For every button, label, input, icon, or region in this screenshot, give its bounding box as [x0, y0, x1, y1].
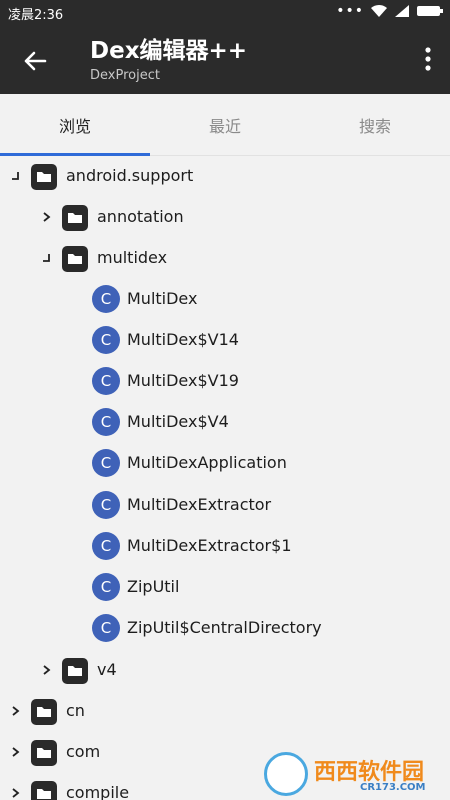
app-subtitle: DexProject — [90, 68, 160, 83]
class-icon: C — [92, 408, 120, 436]
tree-label: com — [66, 742, 101, 761]
tree-label: multidex — [97, 248, 168, 267]
chevron-right-icon[interactable] — [39, 210, 53, 224]
file-tree: android.support annotation multidex C Mu… — [0, 156, 450, 800]
tree-label: MultiDex$V19 — [127, 371, 239, 390]
status-icons: ••• — [336, 3, 444, 19]
class-icon: C — [92, 573, 120, 601]
tree-row-class[interactable]: C MultiDexExtractor$1 — [0, 526, 450, 567]
class-icon: C — [92, 285, 120, 313]
tab-bar: 浏览 最近 搜索 — [0, 94, 450, 156]
tree-label: android.support — [66, 166, 194, 185]
tree-row-multidex[interactable]: multidex — [0, 238, 450, 279]
tab-search[interactable]: 搜索 — [358, 117, 391, 136]
tree-label: MultiDex — [127, 289, 198, 308]
tree-label: annotation — [97, 207, 184, 226]
tree-label: ZipUtil$CentralDirectory — [127, 618, 322, 637]
watermark: 西西软件园 CR173.COM — [262, 746, 450, 800]
class-icon: C — [92, 367, 120, 395]
tree-row-class[interactable]: C MultiDex — [0, 279, 450, 320]
status-bar: 凌晨2:36 ••• — [0, 0, 450, 24]
folder-icon — [31, 781, 57, 800]
tab-browse[interactable]: 浏览 — [58, 117, 91, 136]
tree-label: MultiDexExtractor$1 — [127, 536, 292, 555]
chevron-right-icon[interactable] — [8, 786, 22, 800]
tree-row-android-support[interactable]: android.support — [0, 156, 450, 197]
tree-row-class[interactable]: C ZipUtil — [0, 567, 450, 608]
tab-indicator — [0, 153, 150, 156]
arrow-left-icon[interactable] — [18, 44, 52, 78]
battery-icon — [417, 6, 443, 16]
expanded-icon[interactable] — [8, 169, 22, 183]
tree-row-v4[interactable]: v4 — [0, 650, 450, 691]
app-title: Dex编辑器++ — [90, 38, 248, 64]
tree-label: ZipUtil — [127, 577, 180, 596]
tree-row-class[interactable]: C MultiDex$V19 — [0, 361, 450, 402]
tree-label: compile — [66, 783, 130, 800]
tree-label: MultiDex$V4 — [127, 412, 229, 431]
app-bar: Dex编辑器++ DexProject — [0, 24, 450, 94]
folder-icon — [31, 740, 57, 766]
tree-label: MultiDexExtractor — [127, 495, 272, 514]
tree-label: v4 — [97, 660, 117, 679]
tree-row-class[interactable]: C MultiDexExtractor — [0, 485, 450, 526]
class-icon: C — [92, 532, 120, 560]
class-icon: C — [92, 326, 120, 354]
tree-label: MultiDex$V14 — [127, 330, 239, 349]
status-time: 凌晨2:36 — [8, 8, 64, 23]
tree-row-class[interactable]: C ZipUtil$CentralDirectory — [0, 608, 450, 649]
expanded-icon[interactable] — [39, 251, 53, 265]
class-icon: C — [92, 449, 120, 477]
tree-row-class[interactable]: C MultiDexApplication — [0, 443, 450, 484]
wifi-icon — [371, 4, 387, 17]
chevron-right-icon[interactable] — [8, 704, 22, 718]
folder-icon — [31, 699, 57, 725]
chevron-right-icon[interactable] — [39, 663, 53, 677]
chevron-right-icon[interactable] — [8, 745, 22, 759]
folder-icon — [62, 205, 88, 231]
tab-recent[interactable]: 最近 — [208, 117, 241, 136]
folder-icon — [62, 246, 88, 272]
tree-row-compile[interactable]: compile — [0, 773, 450, 800]
watermark-text: 西西软件园 — [314, 760, 425, 785]
tree-row-class[interactable]: C MultiDex$V4 — [0, 402, 450, 443]
watermark-sub: CR173.COM — [360, 782, 426, 793]
tree-row-com[interactable]: com — [0, 732, 450, 773]
tree-row-class[interactable]: C MultiDex$V14 — [0, 320, 450, 361]
folder-icon — [31, 164, 57, 190]
tree-label: MultiDexApplication — [127, 453, 287, 472]
app-title-block: Dex编辑器++ DexProject — [90, 36, 247, 85]
class-icon: C — [92, 614, 120, 642]
more-vertical-icon[interactable] — [424, 46, 432, 72]
folder-icon — [62, 658, 88, 684]
tree-row-cn[interactable]: cn — [0, 691, 450, 732]
tree-label: cn — [66, 701, 85, 720]
watermark-logo-icon — [264, 752, 308, 796]
class-icon: C — [92, 491, 120, 519]
tree-row-annotation[interactable]: annotation — [0, 197, 450, 238]
signal-icon — [395, 5, 409, 17]
more-dots-icon: ••• — [336, 3, 364, 19]
